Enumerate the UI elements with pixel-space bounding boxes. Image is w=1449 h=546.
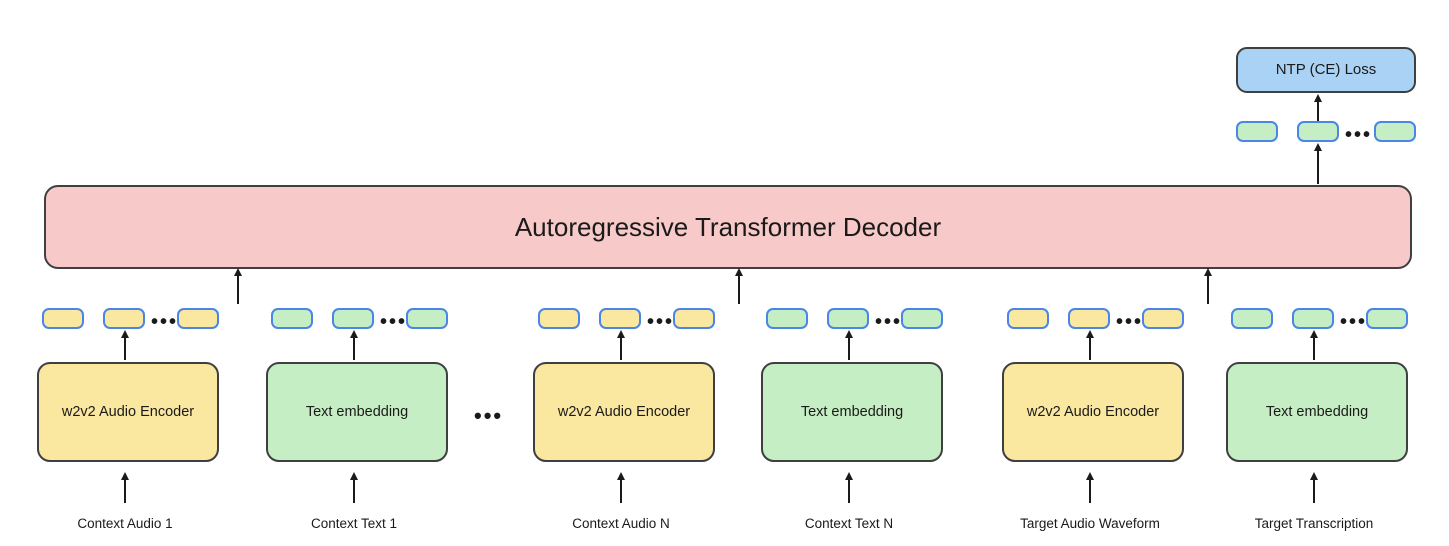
input-caption: Context Text 1 xyxy=(310,516,398,531)
token-ellipsis: ••• xyxy=(380,311,408,333)
text-embedding-box: Text embedding xyxy=(1226,362,1408,462)
token-ellipsis: ••• xyxy=(647,311,675,333)
token-chip xyxy=(42,308,84,329)
token-chip xyxy=(1231,308,1273,329)
token-chip xyxy=(177,308,219,329)
output-token-ellipsis: ••• xyxy=(1345,124,1373,146)
arrow-tokens-to-decoder-left xyxy=(237,275,239,304)
arrow-output-tokens-to-loss xyxy=(1317,101,1319,123)
arrow-input-to-encoder xyxy=(1089,479,1091,503)
arrow-tokens-to-decoder-right xyxy=(1207,275,1209,304)
box-label: w2v2 Audio Encoder xyxy=(61,403,195,420)
token-chip xyxy=(406,308,448,329)
arrow-input-to-encoder xyxy=(620,479,622,503)
box-label: w2v2 Audio Encoder xyxy=(1026,403,1160,420)
token-chip xyxy=(271,308,313,329)
arrow-embedding-to-tokens xyxy=(848,337,850,360)
token-chip xyxy=(332,308,374,329)
output-token-chip-1 xyxy=(1236,121,1278,142)
box-label: Text embedding xyxy=(800,403,904,420)
token-chip xyxy=(538,308,580,329)
input-caption: Target Transcription xyxy=(1254,516,1374,531)
arrow-input-to-embedding xyxy=(353,479,355,503)
token-chip xyxy=(673,308,715,329)
token-ellipsis: ••• xyxy=(1340,311,1368,333)
input-caption: Context Text N xyxy=(804,516,894,531)
w2v2-audio-encoder-box: w2v2 Audio Encoder xyxy=(37,362,219,462)
token-chip xyxy=(901,308,943,329)
input-caption: Context Audio N xyxy=(572,516,670,531)
token-chip xyxy=(766,308,808,329)
text-embedding-box: Text embedding xyxy=(266,362,448,462)
token-chip xyxy=(1292,308,1334,329)
text-embedding-box: Text embedding xyxy=(761,362,943,462)
box-label: Text embedding xyxy=(1265,403,1369,420)
arrow-encoder-to-tokens xyxy=(1089,337,1091,360)
output-token-chip-2 xyxy=(1297,121,1339,142)
token-ellipsis: ••• xyxy=(151,311,179,333)
decoder-label: Autoregressive Transformer Decoder xyxy=(514,211,942,242)
arrow-encoder-to-tokens xyxy=(124,337,126,360)
ntp-ce-loss-label: NTP (CE) Loss xyxy=(1275,60,1377,78)
arrow-embedding-to-tokens xyxy=(353,337,355,360)
w2v2-audio-encoder-box: w2v2 Audio Encoder xyxy=(1002,362,1184,462)
token-chip xyxy=(1366,308,1408,329)
arrow-encoder-to-tokens xyxy=(620,337,622,360)
arrow-input-to-embedding xyxy=(848,479,850,503)
token-chip xyxy=(827,308,869,329)
token-ellipsis: ••• xyxy=(875,311,903,333)
token-chip xyxy=(1142,308,1184,329)
arrow-input-to-encoder xyxy=(124,479,126,503)
column-group-ellipsis: ••• xyxy=(474,403,504,428)
token-chip xyxy=(599,308,641,329)
arrow-input-to-embedding xyxy=(1313,479,1315,503)
arrow-decoder-to-output-tokens xyxy=(1317,150,1319,184)
token-chip xyxy=(103,308,145,329)
arrow-tokens-to-decoder-middle xyxy=(738,275,740,304)
output-token-chip-3 xyxy=(1374,121,1416,142)
box-label: w2v2 Audio Encoder xyxy=(557,403,691,420)
token-chip xyxy=(1068,308,1110,329)
w2v2-audio-encoder-box: w2v2 Audio Encoder xyxy=(533,362,715,462)
autoregressive-transformer-decoder: Autoregressive Transformer Decoder xyxy=(44,185,1412,269)
token-ellipsis: ••• xyxy=(1116,311,1144,333)
arrow-embedding-to-tokens xyxy=(1313,337,1315,360)
token-chip xyxy=(1007,308,1049,329)
input-caption: Target Audio Waveform xyxy=(1020,516,1160,531)
box-label: Text embedding xyxy=(305,403,409,420)
ntp-ce-loss-box: NTP (CE) Loss xyxy=(1236,47,1416,93)
input-caption: Context Audio 1 xyxy=(77,516,173,531)
